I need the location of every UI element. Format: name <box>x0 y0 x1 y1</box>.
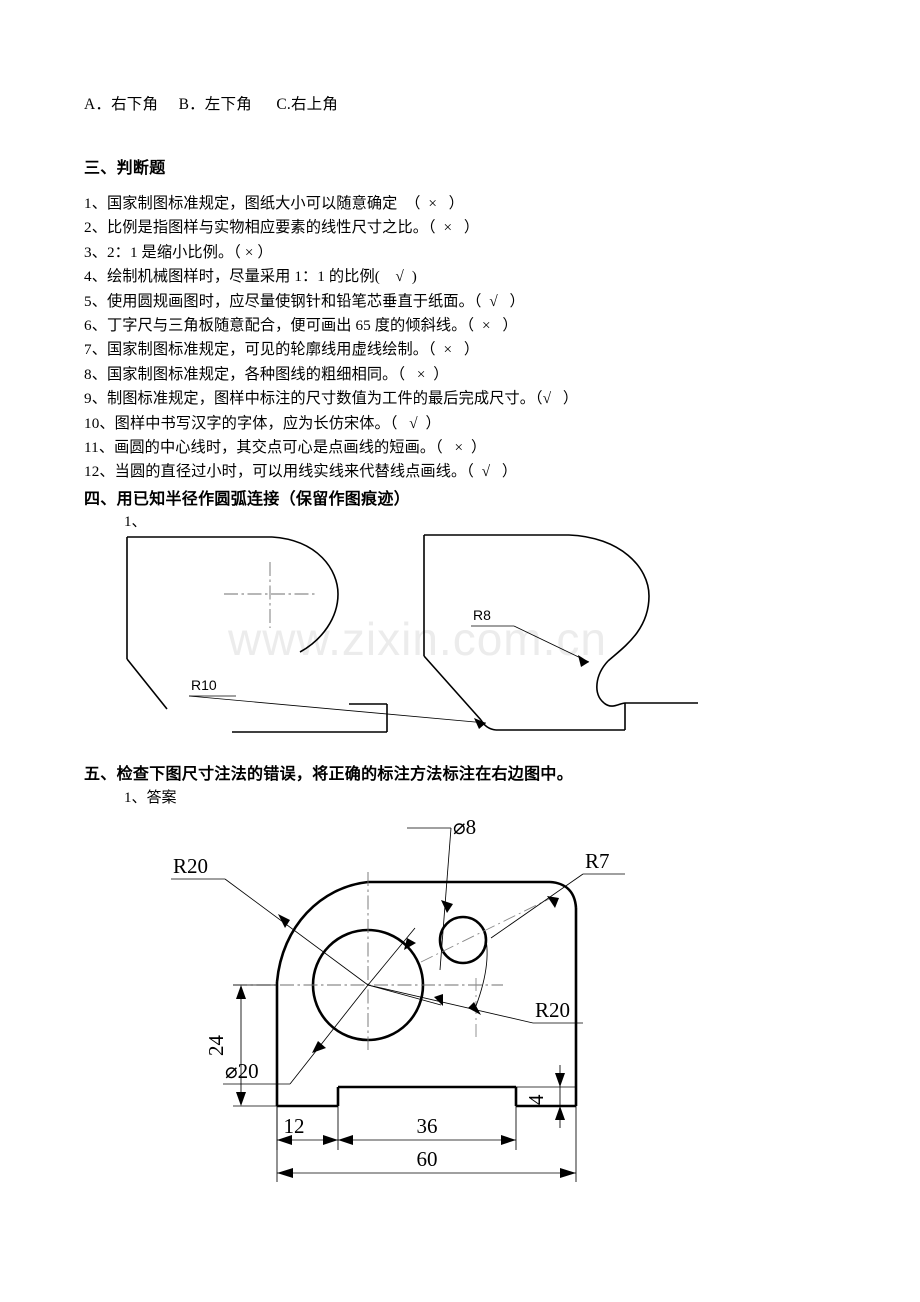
label-d20: ⌀20 <box>223 984 369 1085</box>
label-r20-right: R20 <box>367 984 583 1024</box>
list-item: 12、当圆的直径过小时，可以用线实线来代替线点画线。（ √ ） <box>84 463 518 481</box>
list-item: 1、国家制图标准规定，图纸大小可以随意确定 （ × ） <box>84 195 464 212</box>
small-hole <box>438 915 488 965</box>
dimension-60: 60 <box>276 1106 577 1182</box>
dimension-4: 4 <box>516 1065 576 1128</box>
label-r8-text: R8 <box>473 607 491 623</box>
section-3-heading: 三、判断题 <box>84 160 166 177</box>
dimension-24: 24 <box>204 984 277 1107</box>
part-outline <box>275 880 578 1108</box>
dimension-24-text: 24 <box>204 1035 228 1057</box>
label-d8-text: ⌀8 <box>453 815 476 839</box>
true-false-list: 1、国家制图标准规定，图纸大小可以随意确定 （ × ） 2、比例是指图样与实物相… <box>84 192 844 485</box>
list-item: 6、丁字尺与三角板随意配合，便可画出 65 度的倾斜线。（ × ） <box>84 317 518 335</box>
list-item: 2、比例是指图样与实物相应要素的线性尺寸之比。（ × ） <box>84 219 480 237</box>
arc-shape-left <box>126 536 388 733</box>
list-item: 7、国家制图标准规定，可见的轮廓线用虚线绘制。（ × ） <box>84 341 480 359</box>
list-item: 11、画圆的中心线时，其交点可心是点画线的短画。（ × ） <box>84 439 487 457</box>
list-item: 5、使用圆规画图时，应尽量使钢针和铅笔芯垂直于纸面。（ √ ） <box>84 292 525 310</box>
label-r20-right-text: R20 <box>535 998 570 1022</box>
label-r20-left: R20 <box>171 854 369 986</box>
list-item: 8、国家制图标准规定，各种图线的粗细相同。（ × ） <box>84 365 449 383</box>
dimension-60-text: 60 <box>417 1147 438 1171</box>
figure-arc-connection: R8 R10 <box>100 518 740 750</box>
list-item: 10、图样中书写汉字的字体，应为长仿宋体。（ √ ） <box>84 414 441 432</box>
section-5-heading: 五、检查下图尺寸注法的错误，将正确的标注方法标注在右边图中。 <box>84 766 574 783</box>
construction-leaders <box>367 927 443 1006</box>
dimension-36-text: 36 <box>417 1114 438 1138</box>
watermark-text: www.zixin.com.cn <box>228 613 607 665</box>
list-item: 9、制图标准规定，图样中标注的尺寸数值为工件的最后完成尺寸。（√ ） <box>84 390 579 408</box>
figure-dimensioned-part: R20 R7 ⌀8 ⌀20 <box>171 810 655 1185</box>
dimension-12-text: 12 <box>284 1114 305 1138</box>
list-item: 3、2：1 是缩小比例。（ × ） <box>84 243 273 261</box>
label-d8: ⌀8 <box>407 815 476 971</box>
label-r8: R8 <box>471 607 590 667</box>
section-4-subnumber: 1、 <box>124 514 147 530</box>
dimension-36: 36 <box>338 1106 517 1150</box>
choice-options-line: A．右下角 B．左下角 C.右上角 <box>84 96 339 113</box>
label-r10-text: R10 <box>191 677 217 693</box>
list-item: 4、绘制机械图样时，尽量采用 1：1 的比例( √ ) <box>84 268 417 286</box>
dimension-12: 12 <box>276 1106 339 1150</box>
label-r20-left-text: R20 <box>173 854 208 878</box>
label-r10: R10 <box>188 677 487 729</box>
section-4-heading: 四、用已知半径作圆弧连接（保留作图痕迹） <box>84 491 411 508</box>
angle-arc <box>475 930 488 1007</box>
dimension-4-text: 4 <box>524 1094 548 1105</box>
arc-shape-right: R8 R10 <box>188 534 698 731</box>
label-r7: R7 <box>490 849 625 939</box>
label-r7-text: R7 <box>585 849 610 873</box>
label-d20-text: ⌀20 <box>225 1059 259 1083</box>
small-hole-centerline-a <box>420 897 552 963</box>
section-5-subnumber: 1、答案 <box>124 790 177 806</box>
